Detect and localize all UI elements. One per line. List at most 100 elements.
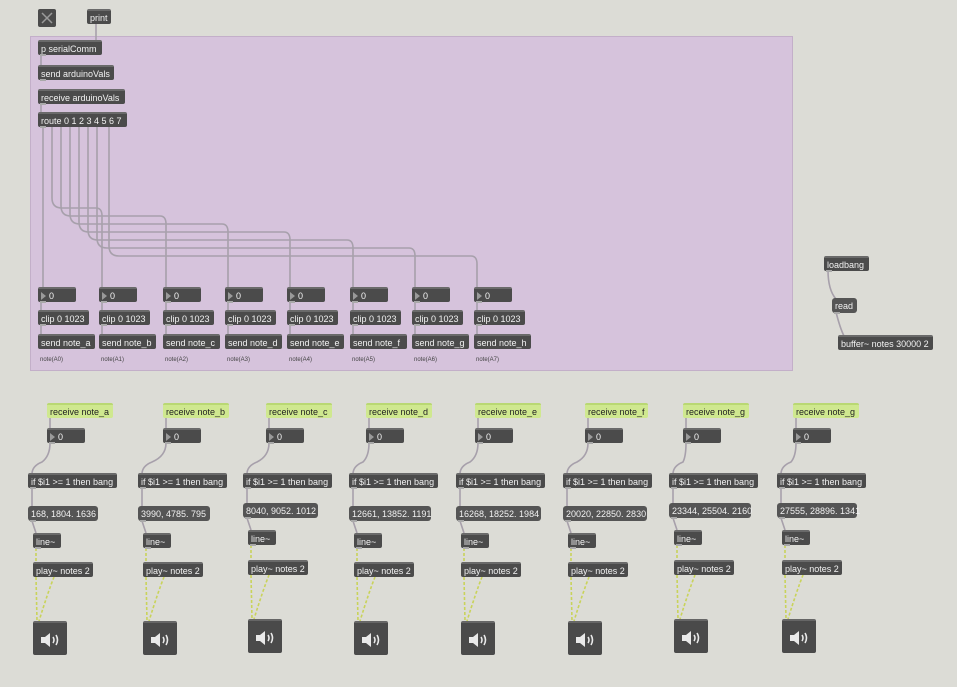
- speaker-icon[interactable]: [248, 619, 282, 653]
- clip-object[interactable]: clip 0 1023: [99, 310, 150, 326]
- loadbang-object[interactable]: loadbang: [824, 256, 869, 272]
- channel-number-box[interactable]: 0: [99, 287, 137, 303]
- send-note-object[interactable]: send note_b: [99, 334, 156, 349]
- channel-number-box[interactable]: 0: [350, 287, 388, 303]
- segment-message[interactable]: 20020, 22850. 2830: [563, 506, 647, 522]
- send-arduino-vals[interactable]: send arduinoVals: [38, 65, 114, 81]
- send-note-object[interactable]: send note_d: [225, 334, 282, 349]
- number-triangle-icon: [228, 292, 233, 300]
- clip-object[interactable]: clip 0 1023: [474, 310, 525, 326]
- line-tilde-object[interactable]: line~: [143, 533, 171, 549]
- line-tilde-object[interactable]: line~: [354, 533, 382, 549]
- send-note-object[interactable]: send note_c: [163, 334, 220, 349]
- speaker-icon[interactable]: [568, 621, 602, 655]
- segment-message[interactable]: 12661, 13852. 1191: [349, 506, 431, 522]
- if-then-bang-object[interactable]: if $i1 >= 1 then bang: [243, 473, 332, 489]
- segment-message[interactable]: 168, 1804. 1636: [28, 506, 98, 522]
- channel-number-box[interactable]: 0: [38, 287, 76, 303]
- receive-note-object[interactable]: receive note_e: [475, 403, 541, 418]
- play-tilde-object[interactable]: play~ notes 2: [33, 562, 93, 577]
- buffer-object[interactable]: buffer~ notes 30000 2: [838, 335, 933, 350]
- play-tilde-object[interactable]: play~ notes 2: [143, 562, 203, 577]
- channel-comment: note(A4): [289, 357, 313, 363]
- speaker-icon[interactable]: [33, 621, 67, 655]
- segment-message[interactable]: 27555, 28896. 1341: [777, 503, 860, 519]
- send-note-object[interactable]: send note_g: [412, 334, 469, 349]
- line-tilde-object[interactable]: line~: [248, 530, 276, 546]
- voice-number-box[interactable]: 0: [266, 428, 304, 444]
- cord: [246, 517, 252, 531]
- channel-number-box[interactable]: 0: [474, 287, 512, 303]
- speaker-icon[interactable]: [143, 621, 177, 655]
- if-then-bang-object[interactable]: if $i1 >= 1 then bang: [563, 473, 652, 489]
- clip-object[interactable]: clip 0 1023: [225, 310, 276, 326]
- speaker-icon[interactable]: [782, 619, 816, 653]
- cord: [780, 442, 797, 475]
- play-tilde-object[interactable]: play~ notes 2: [674, 560, 734, 575]
- channel-comment: note(A7): [476, 357, 500, 363]
- line-tilde-object[interactable]: line~: [461, 533, 489, 549]
- voice-number-box[interactable]: 0: [366, 428, 404, 444]
- read-message[interactable]: read: [832, 298, 857, 314]
- receive-note-object[interactable]: receive note_g: [683, 403, 749, 418]
- clip-object[interactable]: clip 0 1023: [38, 310, 89, 326]
- voice-number-box[interactable]: 0: [683, 428, 721, 444]
- play-tilde-object[interactable]: play~ notes 2: [782, 560, 842, 575]
- speaker-icon[interactable]: [674, 619, 708, 653]
- receive-note-object[interactable]: receive note_a: [47, 403, 113, 418]
- clip-object[interactable]: clip 0 1023: [287, 310, 338, 326]
- channel-number-box[interactable]: 0: [412, 287, 450, 303]
- voice-number-box[interactable]: 0: [585, 428, 623, 444]
- segment-message[interactable]: 3990, 4785. 795: [138, 506, 210, 522]
- segment-message[interactable]: 16268, 18252. 1984: [456, 506, 541, 522]
- if-then-bang-object[interactable]: if $i1 >= 1 then bang: [669, 473, 758, 489]
- play-tilde-object[interactable]: play~ notes 2: [248, 560, 308, 575]
- channel-number-box[interactable]: 0: [287, 287, 325, 303]
- segment-message[interactable]: 23344, 25504. 2160: [669, 503, 752, 519]
- send-note-object[interactable]: send note_a: [38, 334, 95, 349]
- play-tilde-object[interactable]: play~ notes 2: [568, 562, 628, 577]
- cord: [31, 442, 51, 475]
- if-then-bang-object[interactable]: if $i1 >= 1 then bang: [28, 473, 117, 489]
- line-tilde-object[interactable]: line~: [782, 530, 810, 546]
- if-then-bang-object[interactable]: if $i1 >= 1 then bang: [349, 473, 438, 489]
- receive-note-object[interactable]: receive note_g: [793, 403, 859, 418]
- if-then-bang-object[interactable]: if $i1 >= 1 then bang: [777, 473, 866, 489]
- voice-number-box[interactable]: 0: [163, 428, 201, 444]
- voice-number-box[interactable]: 0: [47, 428, 85, 444]
- play-tilde-object[interactable]: play~ notes 2: [354, 562, 414, 577]
- receive-note-object[interactable]: receive note_c: [266, 403, 332, 418]
- line-tilde-object[interactable]: line~: [568, 533, 596, 549]
- voice-number-box[interactable]: 0: [475, 428, 513, 444]
- print-object[interactable]: print: [87, 9, 111, 24]
- receive-note-object[interactable]: receive note_f: [585, 403, 648, 418]
- channel-number-box[interactable]: 0: [163, 287, 201, 303]
- channel-comment: note(A0): [40, 357, 64, 363]
- channel-number-box[interactable]: 0: [225, 287, 263, 303]
- speaker-icon[interactable]: [354, 621, 388, 655]
- line-tilde-object[interactable]: line~: [674, 530, 702, 546]
- signal-cord: [679, 574, 696, 620]
- send-note-object[interactable]: send note_f: [350, 334, 407, 349]
- number-triangle-icon: [290, 292, 295, 300]
- voice-number-box[interactable]: 0: [793, 428, 831, 444]
- x-toggle-icon[interactable]: [38, 9, 56, 27]
- route-object[interactable]: route 0 1 2 3 4 5 6 7: [38, 112, 127, 128]
- line-tilde-object[interactable]: line~: [33, 533, 61, 549]
- clip-object[interactable]: clip 0 1023: [350, 310, 401, 326]
- serial-comm-subpatch[interactable]: p serialComm: [38, 40, 102, 56]
- receive-note-object[interactable]: receive note_d: [366, 403, 432, 418]
- send-note-object[interactable]: send note_h: [474, 334, 531, 349]
- play-tilde-object[interactable]: play~ notes 2: [461, 562, 521, 577]
- if-then-bang-object[interactable]: if $i1 >= 1 then bang: [138, 473, 227, 489]
- send-note-object[interactable]: send note_e: [287, 334, 344, 349]
- clip-object[interactable]: clip 0 1023: [163, 310, 214, 326]
- receive-note-object[interactable]: receive note_b: [163, 403, 229, 418]
- signal-cord: [145, 576, 148, 622]
- clip-object[interactable]: clip 0 1023: [412, 310, 463, 326]
- speaker-icon[interactable]: [461, 621, 495, 655]
- receive-arduino-vals[interactable]: receive arduinoVals: [38, 89, 125, 105]
- if-then-bang-object[interactable]: if $i1 >= 1 then bang: [456, 473, 545, 489]
- segment-message[interactable]: 8040, 9052. 1012: [243, 503, 318, 519]
